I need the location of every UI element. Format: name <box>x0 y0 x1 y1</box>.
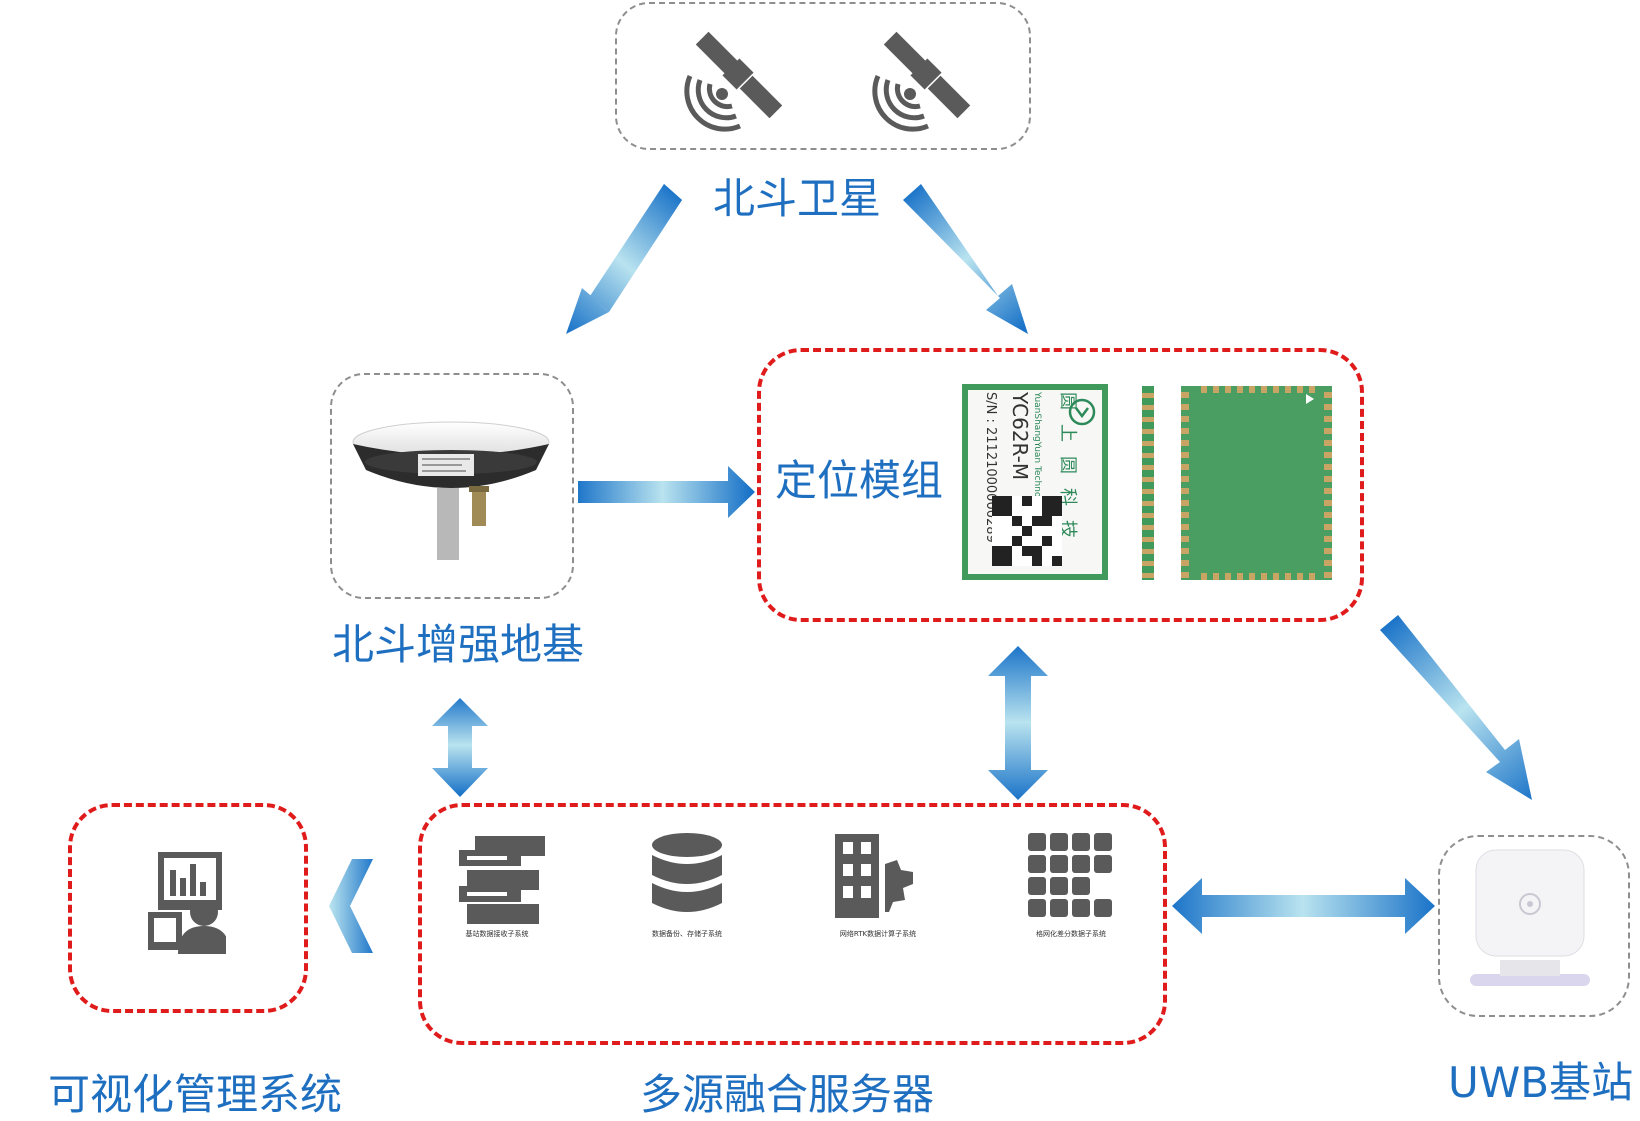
satellite-icon <box>684 31 783 132</box>
arrow-module-to-uwb <box>1380 615 1532 800</box>
arrow-ground-to-module <box>578 466 755 518</box>
arrow-module-server <box>988 646 1048 800</box>
server-label: 多源融合服务器 <box>640 1070 935 1119</box>
monitoring-user-icon <box>148 852 226 954</box>
arrow-server-to-management <box>329 859 373 953</box>
grid-modules-icon <box>1028 833 1112 917</box>
positioning-module-label: 定位模组 <box>775 456 944 505</box>
subsystem-caption: 基站数据接收子系统 <box>465 930 529 938</box>
arrow-satellite-to-module <box>903 184 1028 334</box>
gnss-antenna-icon <box>352 421 550 560</box>
uwb-label: UWB基站 <box>1448 1058 1634 1107</box>
subsystem-caption: 网络RTK数据计算子系统 <box>839 930 917 938</box>
subsystem-caption: 格网化差分数据子系统 <box>1036 930 1106 938</box>
chip-module-bottom <box>1181 386 1332 580</box>
uwb-device-icon <box>1470 849 1590 986</box>
satellite-icon <box>872 31 971 132</box>
subsystem-caption: 数据备份、存储子系统 <box>652 930 722 938</box>
ground-station-label: 北斗增强地基 <box>332 620 585 669</box>
server-box <box>418 803 1167 1045</box>
chip-module-side <box>1142 386 1154 580</box>
building-gear-icon <box>835 834 913 918</box>
brand-logo-icon <box>1068 398 1096 426</box>
arrow-server-uwb <box>1172 878 1435 934</box>
server-stack-icon <box>459 836 545 924</box>
satellite-group <box>615 2 1031 150</box>
management-box <box>68 803 308 1013</box>
database-icon <box>652 833 722 912</box>
satellite-label: 北斗卫星 <box>713 174 882 223</box>
qr-code-icon <box>992 496 1062 566</box>
arrow-ground-server <box>432 698 488 797</box>
chip-model: YC62R-M <box>1008 392 1032 481</box>
positioning-module-box <box>757 348 1364 622</box>
management-label: 可视化管理系统 <box>48 1070 343 1119</box>
chip-module-top: 圆上圆科技 YuanShangYuan Technology YC62R-M S… <box>962 384 1108 580</box>
